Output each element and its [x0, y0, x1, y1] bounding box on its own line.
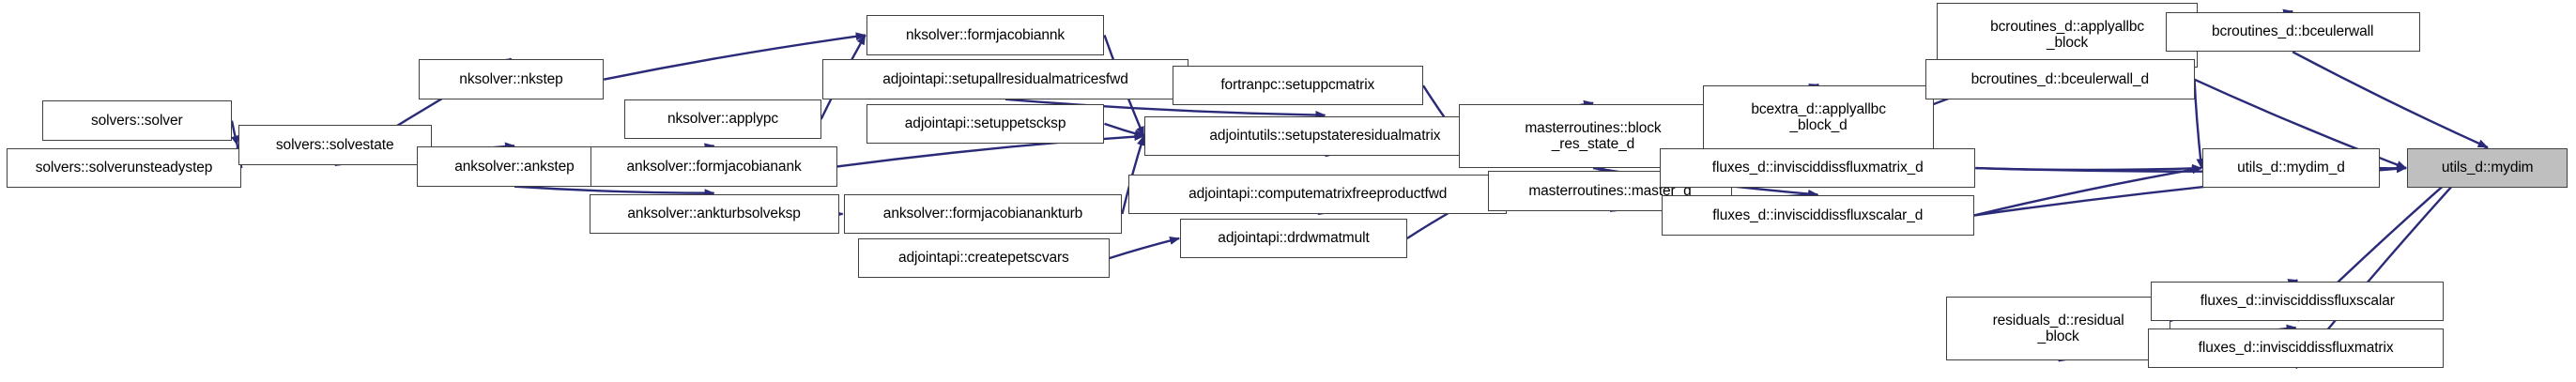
graph-node-fluxes-d-invisciddissfluxscalar-d[interactable]: fluxes_d::invisciddissfluxscalar_d [1661, 195, 1974, 236]
edge-n21-to-n25 [1973, 165, 2203, 217]
graph-node-utils-d-mydim[interactable]: utils_d::mydim [2406, 147, 2568, 189]
graph-node-utils-d-mydim-d[interactable]: utils_d::mydim_d [2202, 147, 2380, 189]
graph-node-nksolver-nkstep[interactable]: nksolver::nkstep [418, 59, 605, 99]
graph-node-solvers-solvestate[interactable]: solvers::solvestate [238, 125, 432, 165]
graph-node-fortranpc-setuppcmatrix[interactable]: fortranpc::setuppcmatrix [1172, 66, 1424, 106]
graph-node-bcroutines-d-applyallbc-block[interactable]: bcroutines_d::applyallbc _block [1937, 3, 2198, 68]
graph-node-fluxes-d-invisciddissfluxmatrix-d[interactable]: fluxes_d::invisciddissfluxmatrix_d [1660, 147, 1976, 189]
graph-node-adjointutils-setupstateresidualmatrix[interactable]: adjointutils::setupstateresidualmatrix [1144, 115, 1506, 157]
edge-n12-to-n16 [1109, 237, 1181, 260]
graph-node-nksolver-formjacobiannk[interactable]: nksolver::formjacobiannk [866, 15, 1105, 55]
edge-n0-to-n2 [230, 120, 239, 146]
graph-node-anksolver-formjacobianankturb[interactable]: anksolver::formjacobianankturb [843, 193, 1123, 235]
graph-node-residuals-d-residual-block[interactable]: residuals_d::residual _block [1946, 296, 2170, 361]
edge-n10-to-n14 [1104, 122, 1145, 138]
edge-n4-to-n7 [514, 185, 715, 198]
graph-node-bcextra-d-applyallbc-block-d[interactable]: bcextra_d::applyallbc _block_d [1703, 85, 1934, 150]
graph-node-solvers-solver[interactable]: solvers::solver [41, 100, 232, 141]
graph-node-adjointapi-drdwmatmult[interactable]: adjointapi::drdwmatmult [1180, 218, 1407, 259]
graph-node-adjointapi-setuppetscksp[interactable]: adjointapi::setuppetscksp [866, 103, 1105, 145]
graph-node-fluxes-d-invisciddissfluxmatrix[interactable]: fluxes_d::invisciddissfluxmatrix [2147, 329, 2445, 369]
graph-node-solvers-solverunsteadystep[interactable]: solvers::solverunsteadystep [6, 147, 242, 189]
edge-n24-to-n26 [2292, 51, 2489, 149]
graph-node-nksolver-applypc[interactable]: nksolver::applypc [624, 99, 821, 140]
edge-n20-to-n25 [1975, 163, 2203, 173]
edge-n23-to-n25 [2193, 79, 2205, 170]
graph-node-anksolver-ankstep[interactable]: anksolver::ankstep [417, 146, 612, 187]
graph-node-fluxes-d-invisciddissfluxscalar[interactable]: fluxes_d::invisciddissfluxscalar [2151, 281, 2445, 321]
graph-node-adjointapi-createpetscvars[interactable]: adjointapi::createpetscvars [858, 237, 1110, 279]
graph-node-anksolver-ankturbsolveksp[interactable]: anksolver::ankturbsolveksp [589, 193, 839, 235]
graph-node-anksolver-formjacobianank[interactable]: anksolver::formjacobianank [590, 146, 837, 187]
graph-node-adjointapi-setupallresidualmatricesfwd[interactable]: adjointapi::setupallresidualmatricesfwd [822, 59, 1188, 99]
graph-node-adjointapi-computematrixfreeproductfwd[interactable]: adjointapi::computematrixfreeproductfwd [1128, 174, 1508, 214]
graph-node-bcroutines-d-bceulerwall-d[interactable]: bcroutines_d::bceulerwall_d [1925, 59, 2195, 99]
graph-node-bcroutines-d-bceulerwall[interactable]: bcroutines_d::bceulerwall [2165, 12, 2420, 53]
